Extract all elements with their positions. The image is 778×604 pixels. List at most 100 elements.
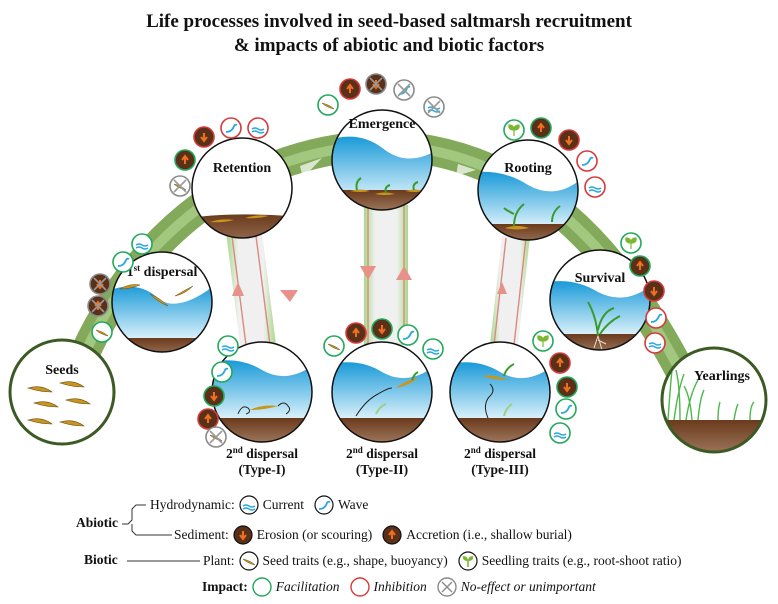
seed-traits-impact-icon xyxy=(169,175,191,197)
erosion-impact-icon xyxy=(193,126,215,148)
stage-second-dispersal-type-3: 2nd dispersal (Type-III) xyxy=(449,341,551,477)
current-impact-icon xyxy=(217,335,239,357)
down-arrow-icon xyxy=(280,290,298,302)
legend-accretion-label: Accretion (i.e., shallow burial) xyxy=(406,527,572,542)
wave-impact-icon xyxy=(397,324,419,346)
accretion-impact-icon xyxy=(174,149,196,171)
current-impact-icon xyxy=(423,96,445,118)
seed-traits-impact-icon xyxy=(205,426,227,448)
wave-impact-icon xyxy=(645,307,667,329)
stage-label-rooting: Rooting xyxy=(504,161,551,176)
legend-abiotic: Abiotic xyxy=(76,515,118,530)
erosion-impact-icon xyxy=(643,280,665,302)
up-arrow-icon xyxy=(232,282,244,296)
legend-facilitation-label: Facilitation xyxy=(275,579,340,594)
legend-no-effect-label: No-effect or unimportant xyxy=(460,579,596,594)
current-impact-icon xyxy=(584,176,606,198)
stage-label-first-dispersal: 1st dispersal xyxy=(127,263,198,280)
stage-seeds: Seeds xyxy=(8,338,116,446)
legend-biotic: Biotic xyxy=(84,552,118,567)
current-impact-icon xyxy=(644,332,666,354)
erosion-impact-icon xyxy=(371,318,393,340)
stage-type-second-dispersal-type-2: (Type-II) xyxy=(356,462,408,477)
accretion-impact-icon xyxy=(345,322,367,344)
legend-impact: Impact: xyxy=(202,579,248,594)
current-impact-icon xyxy=(422,338,444,360)
legend-erosion-label: Erosion (or scouring) xyxy=(256,527,373,542)
facilitation-icon xyxy=(252,577,272,597)
seedling-traits-impact-icon xyxy=(532,330,554,352)
stage-first-dispersal: 1st dispersal xyxy=(111,251,213,353)
wave-icon xyxy=(314,495,334,515)
legend-sediment: Sediment: xyxy=(174,527,229,542)
stage-label-emergence: Emergence xyxy=(349,117,416,132)
wave-impact-icon xyxy=(211,361,233,383)
erosion-impact-icon xyxy=(365,73,387,95)
accretion-icon xyxy=(382,525,402,545)
stage-type-second-dispersal-type-3: (Type-III) xyxy=(471,462,529,477)
seed-traits-impact-icon xyxy=(323,335,345,357)
wave-impact-icon xyxy=(555,398,577,420)
wave-impact-icon xyxy=(220,117,242,139)
erosion-impact-icon xyxy=(203,385,225,407)
up-arrow-icon xyxy=(497,282,507,294)
seed-traits-icon xyxy=(238,551,259,571)
stage-label-retention: Retention xyxy=(213,161,272,176)
current-impact-icon xyxy=(131,233,153,255)
stage-second-dispersal-type-2: 2nd dispersal (Type-II) xyxy=(331,341,433,477)
no-effect-icon xyxy=(437,577,457,597)
figure-title-line-2: & impacts of abiotic and biotic factors xyxy=(233,35,545,56)
down-arrow-icon xyxy=(360,266,376,280)
erosion-impact-icon xyxy=(558,129,580,151)
erosion-impact-icon xyxy=(89,273,111,295)
legend-seedling-traits-label: Seedling traits (e.g., root-shoot ratio) xyxy=(481,553,682,568)
stage-rooting: Rooting xyxy=(477,139,579,241)
stage-retention: Retention xyxy=(191,137,293,239)
seedling-traits-icon xyxy=(458,551,478,571)
legend-inhibition-label: Inhibition xyxy=(373,579,427,594)
accretion-impact-icon xyxy=(530,117,552,139)
current-impact-icon xyxy=(247,117,269,139)
erosion-impact-icon xyxy=(556,376,578,398)
seedling-traits-impact-icon xyxy=(503,119,525,141)
stage-label-second-dispersal-type-2: 2nd dispersal xyxy=(346,445,418,461)
seed-traits-impact-icon xyxy=(317,94,339,116)
accretion-impact-icon xyxy=(549,352,571,374)
arc-arrow-icons xyxy=(120,158,666,400)
stage-label-second-dispersal-type-3: 2nd dispersal xyxy=(464,445,536,461)
seed-icons xyxy=(26,381,91,427)
legend: Abiotic Biotic Hydrodynamic: Current Wav… xyxy=(0,495,778,604)
stage-type-second-dispersal-type-1: (Type-I) xyxy=(239,462,286,477)
stage-label-survival: Survival xyxy=(575,271,626,286)
wave-impact-icon xyxy=(576,150,598,172)
accretion-impact-icon xyxy=(87,295,109,317)
inhibition-icon xyxy=(349,577,370,597)
erosion-icon xyxy=(233,525,253,545)
impact-icons xyxy=(87,73,667,448)
legend-seed-traits-label: Seed traits (e.g., shape, buoyancy) xyxy=(262,553,448,568)
legend-connectors xyxy=(122,504,200,562)
current-icon xyxy=(239,495,259,515)
accretion-impact-icon xyxy=(339,78,361,100)
wave-impact-icon xyxy=(112,251,134,273)
stage-label-seeds: Seeds xyxy=(45,363,79,378)
stage-label-second-dispersal-type-1: 2nd dispersal xyxy=(226,445,298,461)
accretion-impact-icon xyxy=(629,255,651,277)
stage-label-yearlings: Yearlings xyxy=(694,369,751,384)
current-impact-icon xyxy=(549,422,571,444)
seedling-traits-impact-icon xyxy=(620,232,642,254)
legend-wave-label: Wave xyxy=(337,497,369,512)
legend-hydrodynamic: Hydrodynamic: xyxy=(150,497,235,512)
seed-traits-impact-icon xyxy=(91,321,113,343)
stage-yearlings: Yearlings xyxy=(660,346,768,454)
wave-impact-icon xyxy=(393,79,415,101)
stage-emergence: Emergence xyxy=(331,109,433,211)
legend-current-label: Current xyxy=(262,497,304,512)
accretion-impact-icon xyxy=(197,408,219,430)
up-arrow-icon xyxy=(396,266,412,280)
stage-second-dispersal-type-1: 2nd dispersal (Type-I) xyxy=(211,341,313,477)
second-dispersal-connectors xyxy=(226,205,530,346)
legend-plant: Plant: xyxy=(203,553,235,568)
figure-title-line-1: Life processes involved in seed-based sa… xyxy=(146,11,632,32)
